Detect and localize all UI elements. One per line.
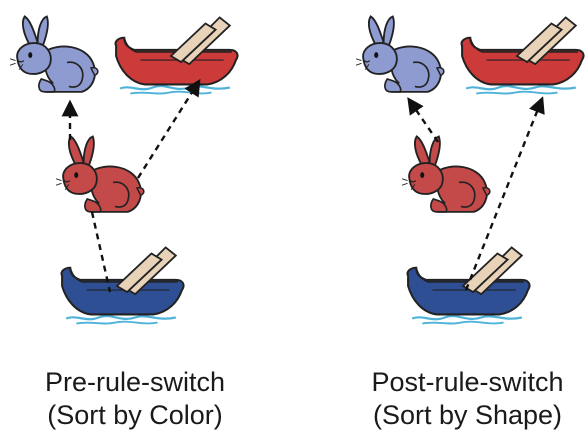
pre-caption-line1: Pre-rule-switch: [20, 366, 250, 399]
pre-caption-line2: (Sort by Color): [20, 399, 250, 432]
panel-post-rule-switch: [356, 16, 584, 323]
post-caption-line2: (Sort by Shape): [348, 399, 587, 432]
dashed-arrow: [138, 86, 196, 178]
post-rule-switch-caption: Post-rule-switch (Sort by Shape): [348, 366, 587, 432]
blue-rabbit-target-icon: [10, 16, 98, 91]
panel-pre-rule-switch: [10, 16, 238, 323]
blue-boat-card-icon: [62, 247, 184, 323]
pre-rule-switch-caption: Pre-rule-switch (Sort by Color): [20, 366, 250, 432]
red-rabbit-card-icon: [402, 136, 490, 211]
red-boat-target-icon: [462, 17, 584, 93]
blue-rabbit-target-icon: [356, 16, 444, 91]
red-rabbit-card-icon: [56, 136, 144, 211]
post-caption-line1: Post-rule-switch: [348, 366, 587, 399]
red-boat-target-icon: [116, 17, 238, 93]
